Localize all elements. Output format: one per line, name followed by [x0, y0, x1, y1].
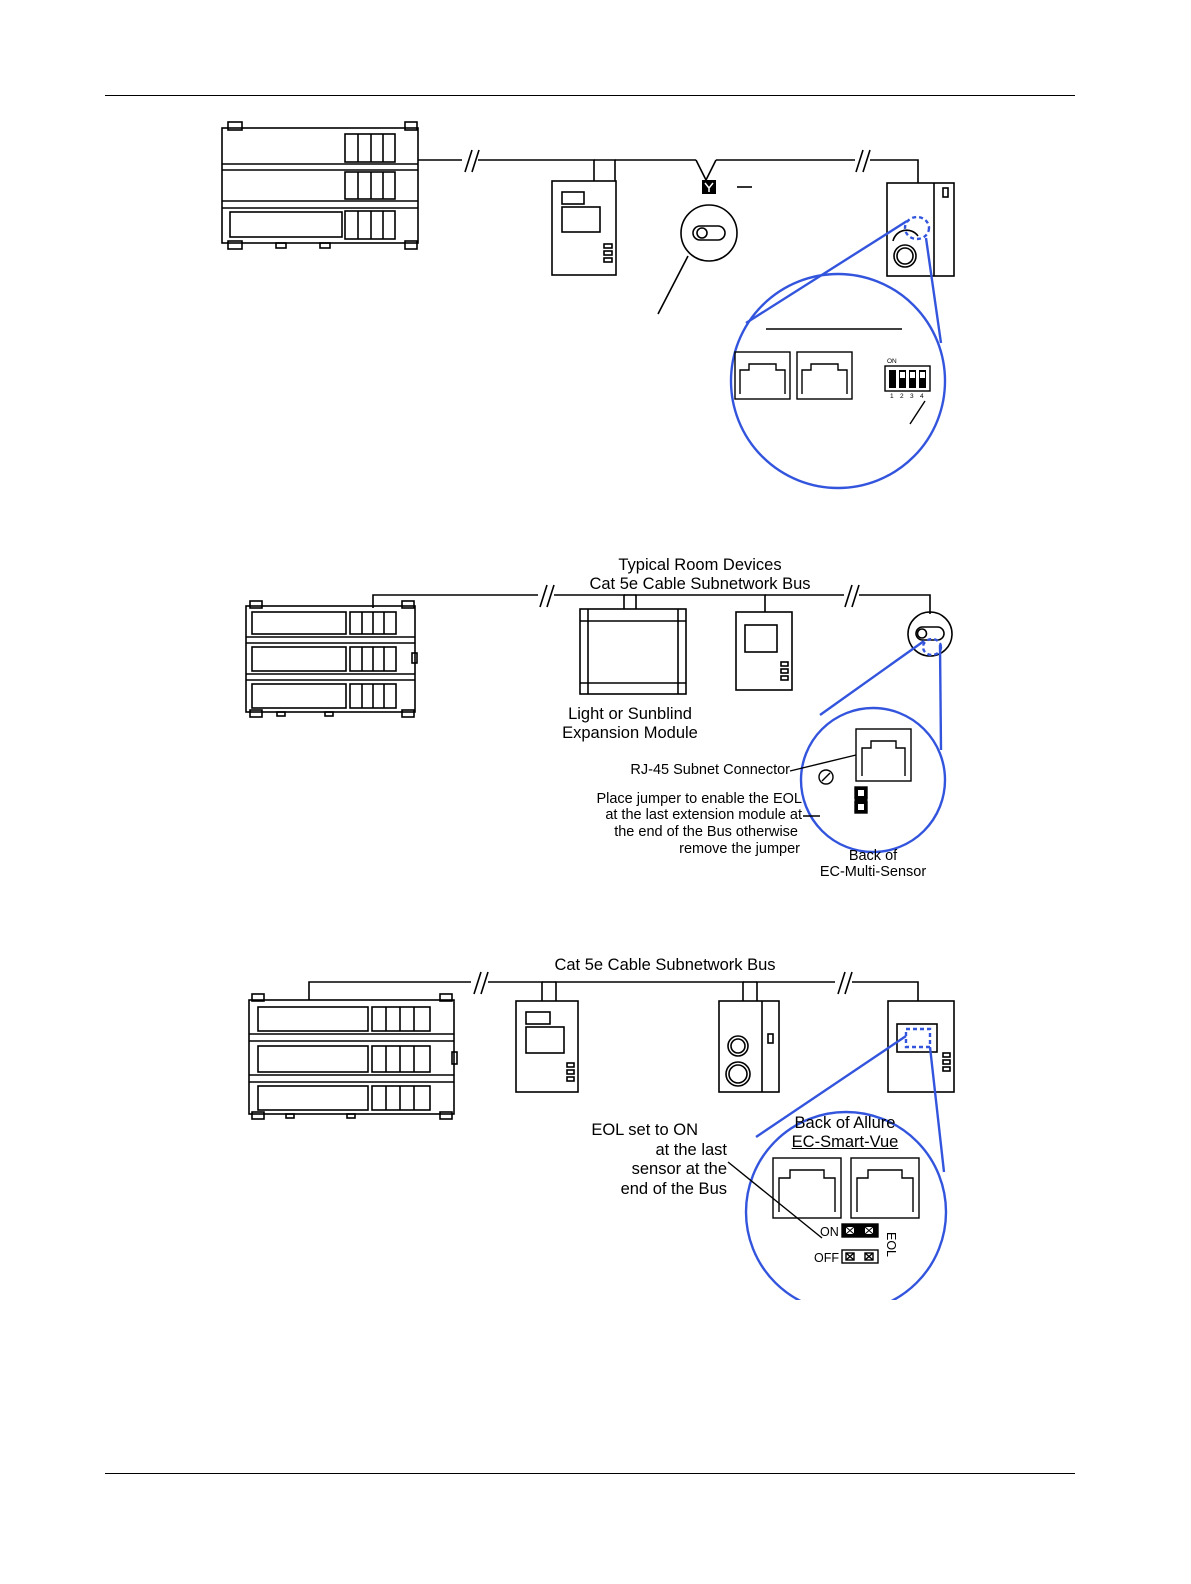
fig3-title: Cat 5e Cable Subnetwork Bus — [554, 956, 776, 974]
back-label-line1: Back of — [848, 848, 898, 864]
dip-number-2: 2 — [900, 393, 904, 400]
fig2-title-line2: Cat 5e Cable Subnetwork Bus — [589, 575, 811, 593]
dip-number-4: 4 — [920, 393, 924, 400]
figure-1-drawing: ON 1 2 3 4 — [221, 121, 955, 490]
magnified-back-panel-2 — [789, 728, 912, 817]
subnet-bus-cable-2 — [372, 584, 931, 614]
magnifier-2 — [799, 637, 947, 854]
room-thermostat-3 — [515, 1000, 579, 1093]
magnifier-3 — [744, 1027, 948, 1300]
footer-rule — [105, 1473, 1075, 1474]
figure-1-diagram: ON 1 2 3 4 — [0, 0, 1191, 500]
magnified-back-panel-3 — [727, 1157, 920, 1264]
figure-2-drawing — [245, 584, 953, 854]
eol-note-line1: EOL set to ON — [591, 1121, 698, 1139]
jumper-note-line4: remove the jumper — [679, 841, 800, 857]
figure-3-drawing: ON OFF EOL — [248, 971, 955, 1300]
module-label-line1: Light or Sunblind — [568, 705, 692, 723]
room-thermostat-1 — [551, 180, 617, 276]
switch-on-label: ON — [820, 1225, 839, 1239]
fig2-title-line1: Typical Room Devices — [618, 556, 782, 574]
dip-on-label: ON — [887, 358, 897, 365]
jumper-note-line2: at the last extension module at — [605, 807, 802, 823]
room-thermostat-2 — [735, 611, 793, 691]
eol-note-line3: sensor at the — [631, 1160, 727, 1178]
dip-number-3: 3 — [910, 393, 914, 400]
switch-off-label: OFF — [814, 1251, 839, 1265]
subnet-bus-cable-1 — [418, 149, 919, 183]
wall-sensor-1 — [886, 182, 955, 277]
smart-vue-sensor — [887, 1000, 955, 1093]
back-label-line2: EC-Multi-Sensor — [819, 864, 927, 880]
dip-switch-1: ON 1 2 3 4 — [887, 358, 926, 400]
magnifier-1 — [729, 215, 947, 490]
switch-eol-label: EOL — [884, 1232, 898, 1257]
controller-unit-3 — [248, 993, 458, 1120]
controller-unit-1 — [221, 121, 419, 250]
jumper-note-line1: Place jumper to enable the EOL — [596, 791, 802, 807]
controller-unit-2 — [245, 600, 418, 718]
multi-sensor — [907, 611, 953, 657]
eol-note-line4: end of the Bus — [620, 1180, 727, 1198]
figure-3-diagram: ON OFF EOL Cat 5e Cable Subnetwork Bus E… — [0, 940, 1191, 1300]
expansion-module — [579, 608, 687, 695]
smartvue-back-label-line1: Back of Allure — [794, 1114, 896, 1132]
magnified-back-panel-1 — [734, 328, 931, 425]
connector-label: RJ-45 Subnet Connector — [630, 762, 790, 778]
smartvue-back-label-line2: EC-Smart-Vue — [791, 1133, 899, 1151]
jumper-note-line3: the end of the Bus otherwise — [614, 824, 798, 840]
occupancy-sensor-1 — [657, 186, 752, 315]
dip-number-1: 1 — [890, 393, 894, 400]
eol-note-line2: at the last — [655, 1141, 727, 1159]
header-rule — [105, 95, 1075, 96]
wall-sensor-dual-knob — [718, 1000, 780, 1093]
subnet-bus-cable-3 — [308, 971, 919, 1001]
figure-2-diagram: Typical Room Devices Cat 5e Cable Subnet… — [0, 500, 1191, 900]
module-label-line2: Expansion Module — [562, 724, 698, 742]
